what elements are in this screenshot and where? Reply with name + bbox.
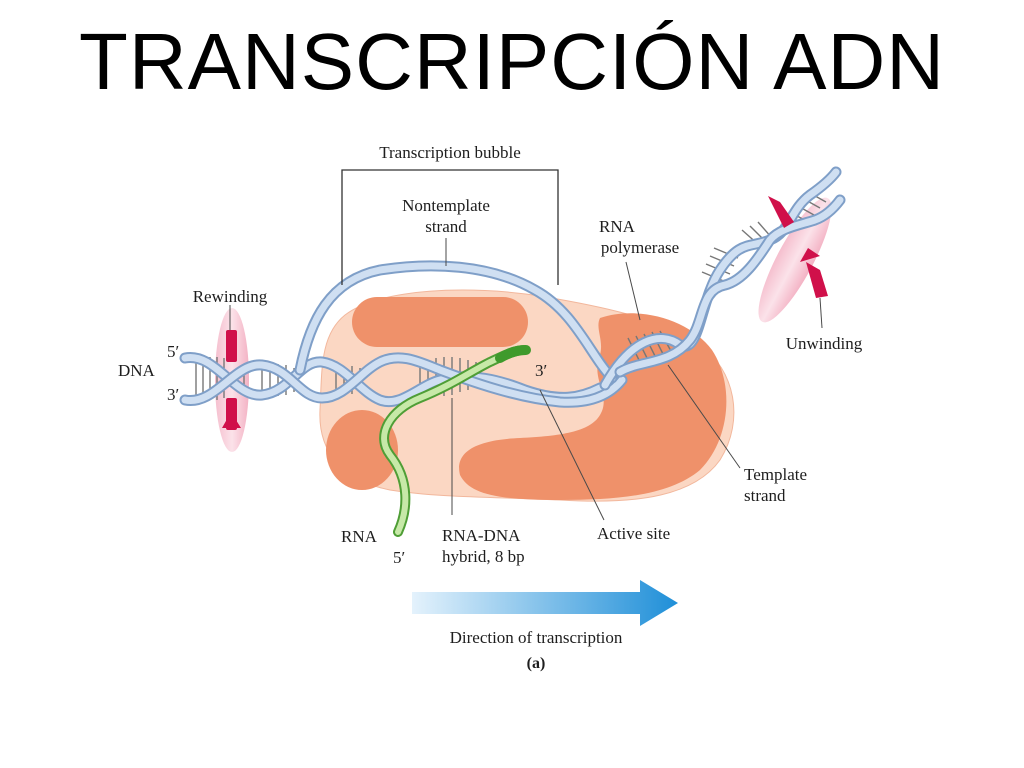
label-rna: RNA — [341, 527, 378, 546]
polymerase-left-lobe — [326, 410, 398, 490]
leader-template — [667, 364, 741, 469]
label-template-line2: strand — [744, 486, 786, 505]
leader-active-site — [539, 389, 605, 521]
polymerase-upper-lobe — [352, 297, 528, 347]
direction-arrow — [412, 580, 678, 626]
label-5prime-dna: 5′ — [167, 342, 179, 361]
label-nontemplate-line1: Nontemplate — [402, 196, 490, 215]
label-3prime-dna: 3′ — [167, 385, 179, 404]
label-template-line1: Template — [744, 465, 807, 484]
dna-strands — [179, 166, 846, 408]
rna-strand — [379, 345, 531, 537]
unwinding-arrows — [768, 196, 828, 298]
label-unwinding: Unwinding — [786, 334, 863, 353]
label-3prime-rna: 3′ — [535, 361, 547, 380]
label-hybrid-line1: RNA-DNA — [442, 526, 521, 545]
label-active-site: Active site — [597, 524, 670, 543]
label-rna-polymerase-line1: RNA — [599, 217, 636, 236]
label-nontemplate-line2: strand — [425, 217, 467, 236]
label-dna: DNA — [118, 361, 156, 380]
unwinding-disc — [758, 197, 832, 323]
label-hybrid-line2: hybrid, 8 bp — [442, 547, 525, 566]
label-panel-a: (a) — [527, 655, 546, 672]
leader-unwinding — [819, 297, 823, 329]
label-rna-polymerase-line2: polymerase — [601, 238, 679, 257]
label-5prime-rna: 5′ — [393, 548, 405, 567]
rewinding-arrows — [222, 330, 241, 430]
label-direction: Direction of transcription — [450, 628, 623, 647]
label-rewinding: Rewinding — [193, 287, 268, 306]
leader-polymerase — [625, 261, 641, 321]
transcription-bubble-bracket — [341, 169, 559, 285]
slide-title: TRANSCRIPCIÓN ADN — [79, 17, 945, 106]
label-transcription-bubble: Transcription bubble — [379, 143, 521, 162]
